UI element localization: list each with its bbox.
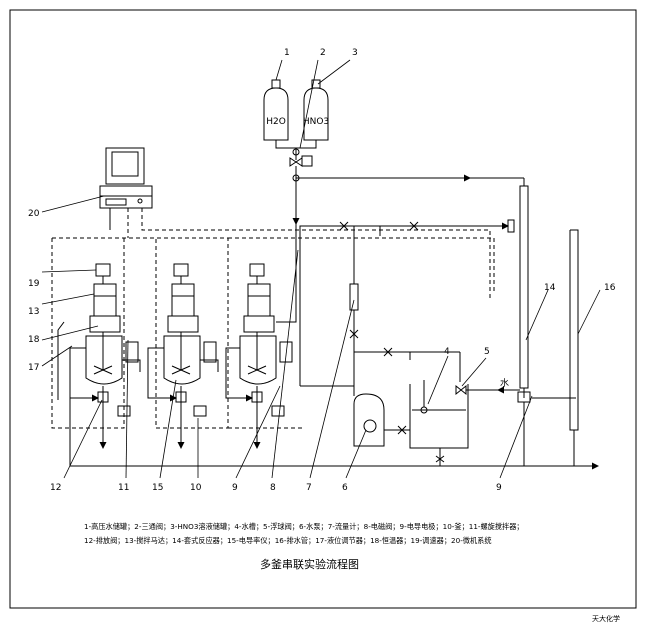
water-tank-bottle xyxy=(263,79,289,141)
callout-14: 14 xyxy=(544,283,556,293)
water-supply-line xyxy=(299,225,470,386)
callout-15: 15 xyxy=(152,483,163,493)
conductivity-meter-1 xyxy=(117,405,131,417)
diagram-title: 多釜串联实验流程图 xyxy=(260,558,359,571)
callout-3: 3 xyxy=(352,48,358,58)
outer-frame xyxy=(9,9,637,609)
callout-4: 4 xyxy=(444,347,450,357)
reactor-3 xyxy=(239,263,293,403)
conductivity-meter-3 xyxy=(271,405,285,417)
reactor-1 xyxy=(85,263,139,403)
nitric-acid-bottle xyxy=(303,79,329,141)
callout-16: 16 xyxy=(604,283,616,293)
callout-numbers: 1 2 3 4 5 6 7 8 9 9 10 11 12 13 14 15 16… xyxy=(28,48,616,493)
legend-line-1: 1-高压水储罐；2-三通阀；3-HNO3溶液储罐；4-水槽；5-浮球阀；6-水泵… xyxy=(84,522,524,531)
conductivity-meter-2 xyxy=(193,405,207,417)
water-tank xyxy=(409,380,469,449)
callout-6: 6 xyxy=(342,483,348,493)
callout-8: 8 xyxy=(270,483,276,493)
reactor-2 xyxy=(163,263,217,403)
callout-11: 11 xyxy=(118,483,129,493)
bottle-outlet-line xyxy=(275,140,317,149)
drain-pipe xyxy=(569,229,579,466)
water-inlet-label: 水 xyxy=(500,377,509,389)
callout-19: 19 xyxy=(28,279,40,289)
callout-13: 13 xyxy=(28,307,39,317)
callout-18: 18 xyxy=(28,335,40,345)
callout-10: 10 xyxy=(190,483,202,493)
callout-5: 5 xyxy=(484,347,490,357)
flowmeter xyxy=(349,283,359,311)
water-bottle-label: H2O xyxy=(266,117,286,127)
callout-7: 7 xyxy=(306,483,312,493)
float-valve xyxy=(455,384,467,396)
callout-2: 2 xyxy=(320,48,326,58)
legend-line-2: 12-排放阀；13-搅拌马达；14-套式反应器；15-电导率仪；16-排水管；1… xyxy=(84,536,492,545)
three-way-valve xyxy=(292,148,300,156)
callout-20: 20 xyxy=(28,209,40,219)
callout-17: 17 xyxy=(28,363,39,373)
callout-9b: 9 xyxy=(496,483,502,493)
computer-system xyxy=(99,147,153,209)
callout-1: 1 xyxy=(284,48,290,58)
water-pump xyxy=(353,393,385,447)
callout-9a: 9 xyxy=(232,483,238,493)
callout-12: 12 xyxy=(50,483,61,493)
tubular-reactor xyxy=(517,185,531,466)
credit-text: 天大化学 xyxy=(592,615,620,623)
nitric-bottle-label: HNO3 xyxy=(303,117,329,127)
